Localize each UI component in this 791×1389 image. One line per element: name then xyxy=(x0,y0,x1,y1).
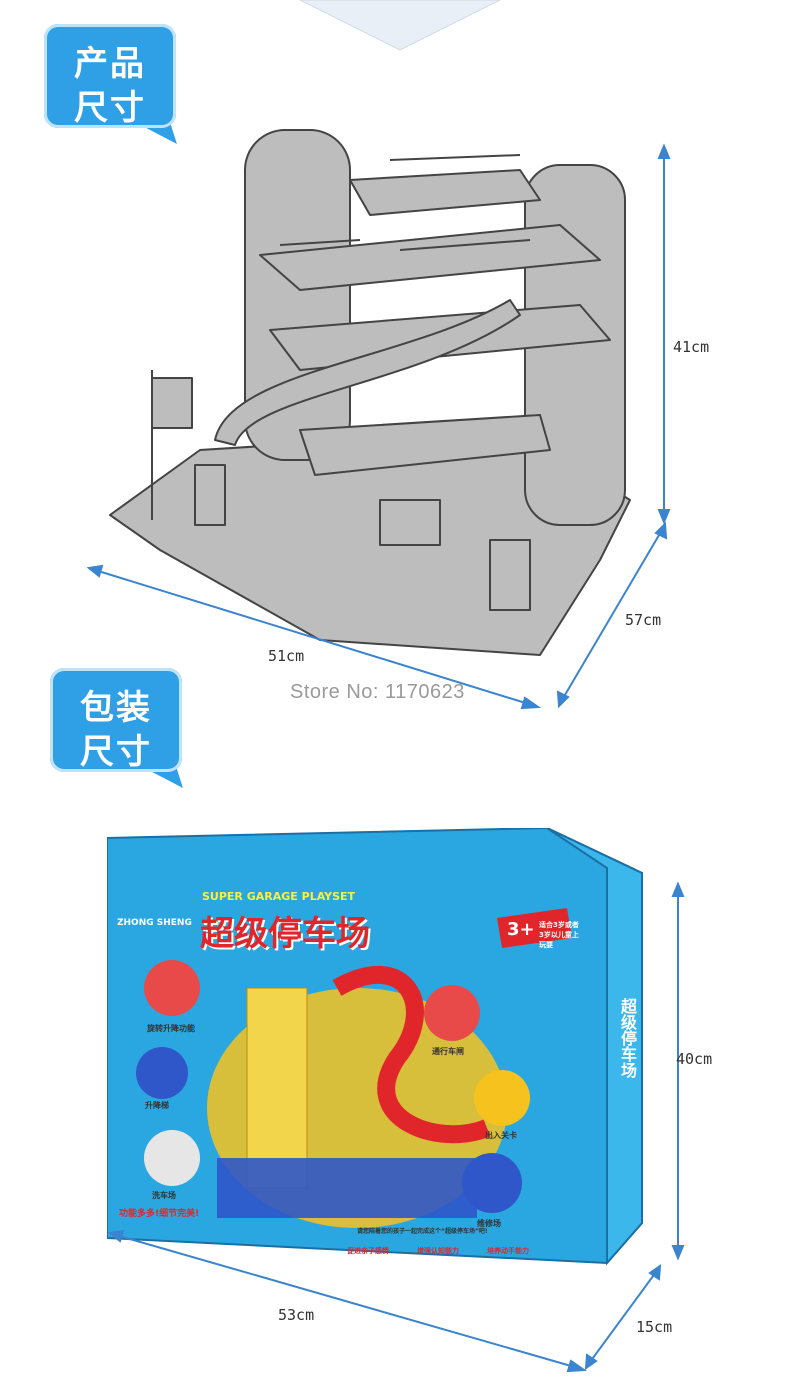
product-illustration xyxy=(109,129,631,656)
product-size-badge: 产品 尺寸 xyxy=(44,24,188,154)
flag xyxy=(151,377,193,429)
feature-label-4: 通行车闸 xyxy=(432,1047,464,1056)
feature-label-2: 升降梯 xyxy=(145,1101,169,1110)
feature-label-1: 旋转升降功能 xyxy=(147,1024,195,1033)
top-deck xyxy=(349,169,541,216)
toy-ramp xyxy=(332,966,491,1144)
product-height-label: 41cm xyxy=(673,338,710,356)
toy-tower-left xyxy=(246,987,308,1189)
box-age-badge: 3+ xyxy=(507,919,535,940)
package-size-badge: 包装 尺寸 xyxy=(50,668,194,798)
box-benefit-2: 增强认知能力 xyxy=(417,1247,459,1255)
badge-box xyxy=(44,24,176,128)
store-watermark: Store No: 1170623 xyxy=(290,681,465,703)
product-dimension-lines xyxy=(86,143,671,710)
box-benefit-3: 培养动手能力 xyxy=(487,1247,529,1255)
box-invite: 请您陪着您的孩子一起完成这个“超级停车场”吧! xyxy=(357,1228,488,1235)
feature-bubble-3 xyxy=(144,1130,200,1186)
box-subtitle: SUPER GARAGE PLAYSET xyxy=(202,890,356,903)
feature-label-3: 洗车场 xyxy=(152,1191,176,1200)
badge-box xyxy=(50,668,182,772)
box-benefit-1: 促进亲子感情 xyxy=(347,1247,389,1255)
box-slogan: 功能多多!细节完美! xyxy=(119,1209,200,1219)
badge-line-2: 尺寸 xyxy=(74,88,146,128)
gate-center xyxy=(379,499,441,546)
spiral-ramp xyxy=(214,299,521,446)
feature-bubble-6 xyxy=(462,1153,522,1213)
feature-bubble-5 xyxy=(474,1070,530,1126)
age-badge-bg xyxy=(497,908,572,948)
railings xyxy=(279,154,531,251)
badge-line-1: 产品 xyxy=(74,44,146,84)
product-width-label: 51cm xyxy=(268,647,305,665)
gate-right xyxy=(489,539,531,611)
package-height-label: 40cm xyxy=(676,1050,713,1068)
box-brand: ZHONG SHENG xyxy=(117,918,192,928)
box-side xyxy=(546,828,643,1266)
badge-line-2: 尺寸 xyxy=(80,732,152,772)
lower-floor xyxy=(299,414,551,476)
toy-base xyxy=(217,1158,477,1218)
feature-label-6: 维修场 xyxy=(477,1219,501,1228)
box-side-title: 超级停车场 xyxy=(618,998,637,1078)
feature-bubble-4 xyxy=(424,985,480,1041)
badge-line-1: 包装 xyxy=(80,688,152,728)
feature-bubble-2 xyxy=(136,1047,188,1099)
top-chevron-decoration xyxy=(300,0,500,51)
package-box: ZHONG SHENG SUPER GARAGE PLAYSET 超级停车场 3… xyxy=(107,828,647,1268)
gate-left xyxy=(194,464,226,526)
feature-bubble-1 xyxy=(144,960,200,1016)
package-depth-label: 15cm xyxy=(636,1318,673,1336)
box-title: 超级停车场 xyxy=(200,914,370,954)
package-dimension-lines xyxy=(107,881,685,1373)
product-depth-label: 57cm xyxy=(625,611,662,629)
box-age-text: 适合3岁或者3岁以儿童上玩耍 xyxy=(539,921,579,949)
package-width-label: 53cm xyxy=(278,1306,315,1324)
feature-label-5: 出入关卡 xyxy=(485,1131,517,1140)
